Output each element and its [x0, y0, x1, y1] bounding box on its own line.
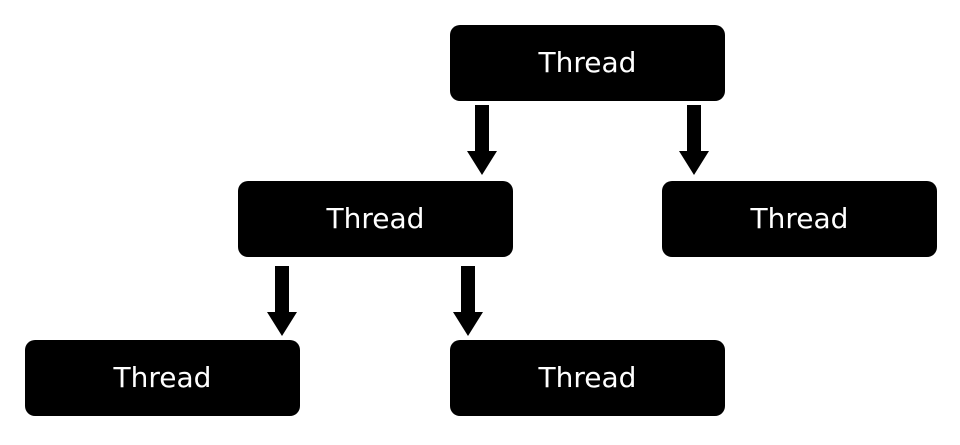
- thread-node-left-right-label: Thread: [538, 361, 637, 394]
- arrow-left-to-left-right: [453, 266, 483, 336]
- thread-node-right: Thread: [662, 181, 937, 257]
- thread-node-left-label: Thread: [326, 202, 425, 235]
- down-arrow-icon: [679, 105, 709, 175]
- down-arrow-icon: [267, 266, 297, 336]
- down-arrow-icon: [453, 266, 483, 336]
- thread-node-root-label: Thread: [538, 46, 637, 79]
- arrow-root-to-left: [467, 105, 497, 175]
- arrow-root-to-right: [679, 105, 709, 175]
- thread-node-left-right: Thread: [450, 340, 725, 416]
- thread-node-left-left: Thread: [25, 340, 300, 416]
- thread-node-left: Thread: [238, 181, 513, 257]
- thread-node-left-left-label: Thread: [113, 361, 212, 394]
- thread-node-right-label: Thread: [750, 202, 849, 235]
- thread-node-root: Thread: [450, 25, 725, 101]
- arrow-left-to-left-left: [267, 266, 297, 336]
- down-arrow-icon: [467, 105, 497, 175]
